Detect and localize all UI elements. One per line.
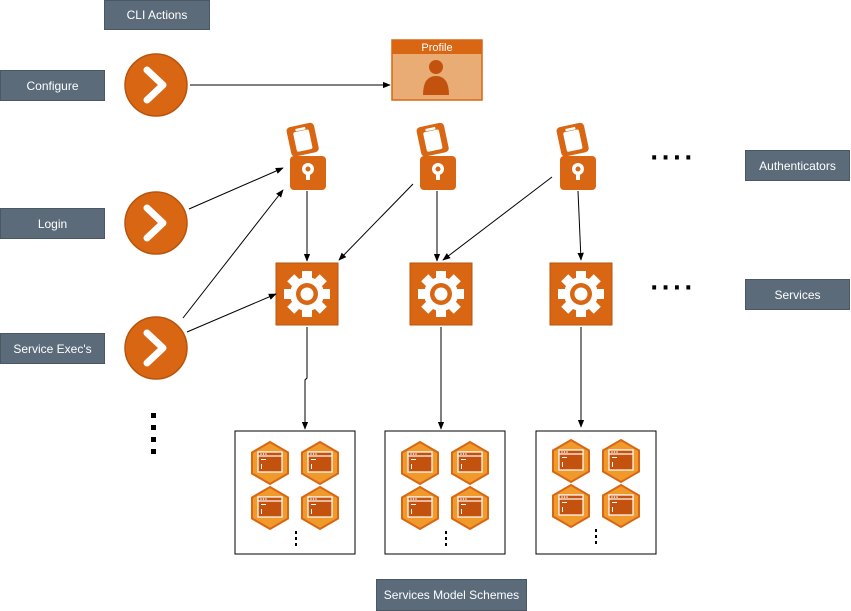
schema-hex-icon: [552, 484, 590, 528]
login-label: Login: [0, 208, 105, 239]
configure-label: Configure: [0, 70, 105, 101]
schema-box-1: [234, 430, 356, 555]
authenticator-1-icon: [285, 122, 326, 190]
service-exec-action-icon: [125, 317, 187, 379]
schema-box-2: [384, 430, 506, 555]
configure-action-icon: [125, 54, 187, 116]
services-ellipsis: ····: [650, 276, 696, 301]
user-profile-icon: [423, 60, 449, 95]
authenticator-2-icon: [415, 122, 456, 190]
service-execs-label: Service Exec's: [0, 333, 105, 364]
schema-hex-icon: [602, 439, 640, 483]
schema-hex-icon: [451, 486, 489, 530]
schema-hex-icon: [401, 486, 439, 530]
schema-box-3: [535, 430, 657, 555]
profile-box: Profile: [391, 39, 483, 101]
login-action-icon: [125, 192, 187, 254]
schema-hex-icon: [251, 441, 289, 485]
authenticators-ellipsis: ····: [650, 146, 696, 171]
profile-title: Profile: [421, 42, 452, 54]
schema-hex-icon: [602, 484, 640, 528]
cli-actions-label: CLI Actions: [104, 0, 210, 30]
authenticators-label: Authenticators: [745, 150, 850, 181]
connectors: [182, 81, 585, 430]
schema-hex-icon: [301, 441, 339, 485]
services-model-schemes-label: Services Model Schemes: [376, 579, 527, 611]
schema-hex-icon: [301, 486, 339, 530]
services-label: Services: [745, 279, 850, 310]
schema-hex-icon: [552, 439, 590, 483]
service-2-gear-icon: [409, 262, 473, 326]
cli-actions-ellipsis: [151, 413, 159, 461]
service-1-gear-icon: [275, 262, 339, 326]
authenticator-3-icon: [555, 122, 596, 190]
schema-hex-icon: [251, 486, 289, 530]
schema-hex-icon: [451, 441, 489, 485]
schema-hex-icon: [401, 441, 439, 485]
service-3-gear-icon: [549, 262, 613, 326]
